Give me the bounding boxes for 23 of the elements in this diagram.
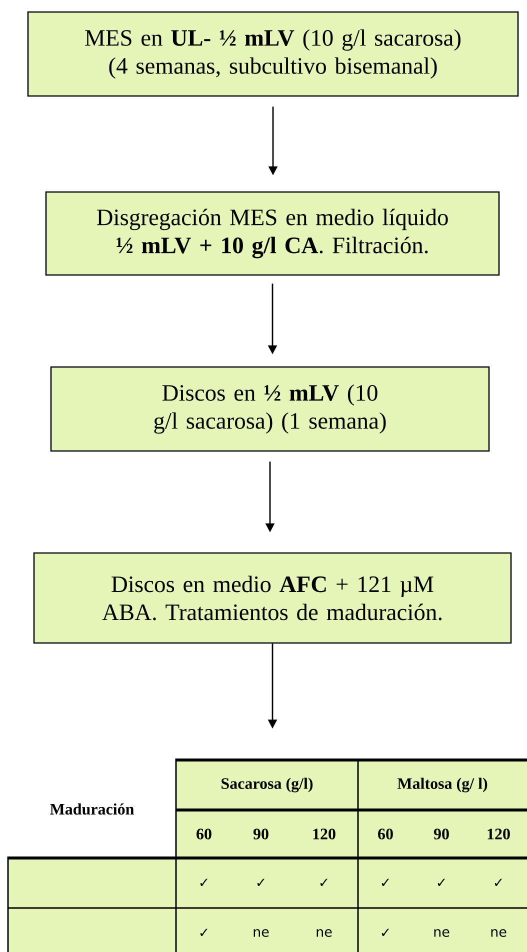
process-box: Disgregación MES en medio líquido ½ mLV + 10 g/l CA. Filtración. — [45, 191, 500, 276]
table-cell: 60 — [176, 810, 232, 858]
table-cell: 120 — [290, 810, 358, 858]
table-cell: ✓ — [232, 858, 290, 908]
table-cell: ✓ — [358, 858, 413, 908]
table-cell: Maduración — [50, 803, 134, 815]
table-cell: 60 — [358, 810, 413, 858]
table-cell: ne — [470, 908, 527, 952]
table-cell: ✓ — [176, 908, 232, 952]
table-cell: ✓ — [470, 858, 527, 908]
table-cell: ne — [232, 908, 290, 952]
table-cell: 90 — [413, 810, 470, 858]
process-box: Discos en ½ mLV (10 g/l sacarosa) (1 semana) — [50, 366, 490, 452]
table-cell: ✓ — [358, 908, 413, 952]
table-cell: 90 — [232, 810, 290, 858]
table-cell: 120 — [470, 810, 527, 858]
table-cell: ✓ — [413, 858, 470, 908]
table-cell: ne — [290, 908, 358, 952]
process-box: MES en UL- ½ mLV (10 g/l sacarosa) (4 semanas, subcultivo bisemanal) — [27, 11, 519, 97]
table-cell: ✓ — [290, 858, 358, 908]
table-cell: ne — [413, 908, 470, 952]
table-cell: ✓ — [176, 858, 232, 908]
process-box: Discos en medio AFC + 121 µM ABA. Tratamientos de maduración. — [33, 552, 512, 644]
